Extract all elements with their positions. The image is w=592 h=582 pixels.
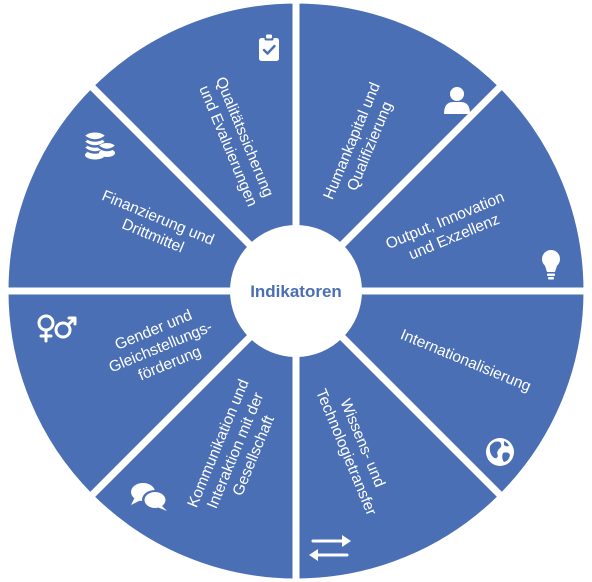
globe-icon: [486, 438, 514, 466]
segment-gender: [1, 287, 305, 502]
clipboard-check-icon: [259, 34, 279, 61]
coin-stack-icon: [83, 132, 117, 160]
segment-finanzierung: [1, 80, 305, 295]
segment-internationalisierung: [287, 287, 591, 502]
segment-kommunikation: [85, 282, 300, 582]
segment-qualitaetssicherung: [85, 0, 300, 300]
center-title: Indikatoren: [250, 282, 342, 301]
gender-symbols-icon: [37, 314, 77, 343]
user-icon: [444, 87, 470, 114]
segment-output-innovation: [287, 80, 591, 295]
center-hub: [230, 225, 362, 357]
segment-wissenstransfer: [292, 282, 507, 582]
speech-bubbles-icon: [131, 483, 168, 511]
exchange-arrows-icon: [309, 535, 351, 561]
segment-humankapital: [292, 0, 507, 300]
lightbulb-icon: [542, 250, 560, 280]
